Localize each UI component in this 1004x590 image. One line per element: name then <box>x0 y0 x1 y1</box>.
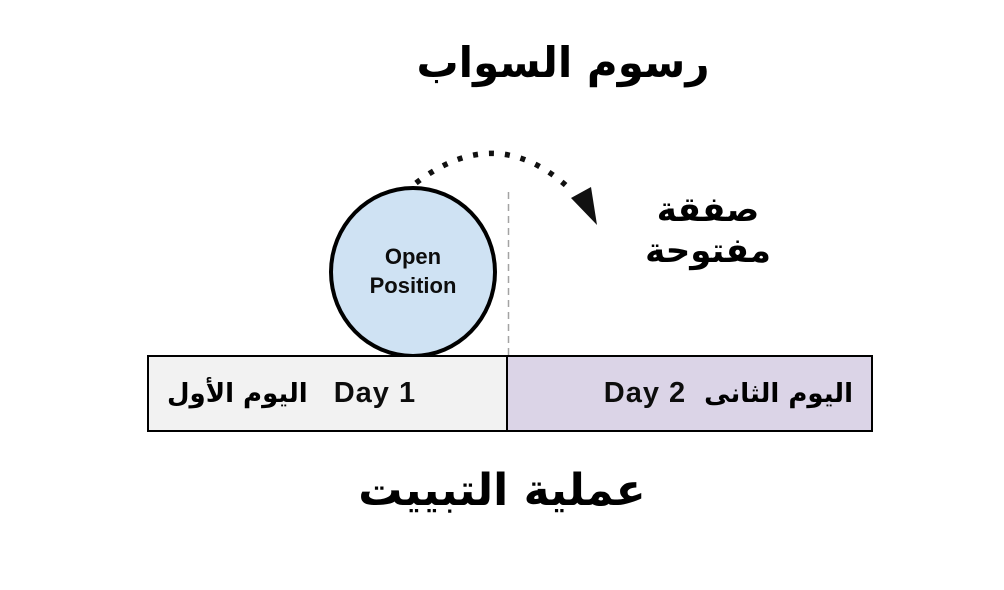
timeline-bar: اليوم الأول Day 1 Day 2 اليوم الثانى <box>147 355 873 432</box>
open-position-label-line2: Position <box>369 273 457 298</box>
open-position-circle: Open Position <box>329 186 497 358</box>
day2-label-english: Day 2 <box>603 377 687 409</box>
arrow-label: صفقة مفتوحة <box>645 190 771 271</box>
day1-segment: اليوم الأول Day 1 <box>147 355 508 432</box>
day2-label-arabic: اليوم الثانى <box>704 378 853 409</box>
curved-arrow-head-icon <box>571 187 597 225</box>
day1-label-english: Day 1 <box>333 377 417 409</box>
day2-segment: Day 2 اليوم الثانى <box>506 355 873 432</box>
page-title: رسوم السواب <box>416 38 710 87</box>
footer-title: عملية التبييت <box>358 465 646 516</box>
curved-arrow-arc <box>414 150 574 193</box>
day1-label-arabic: اليوم الأول <box>167 378 308 409</box>
open-position-label-line1: Open <box>384 244 442 270</box>
